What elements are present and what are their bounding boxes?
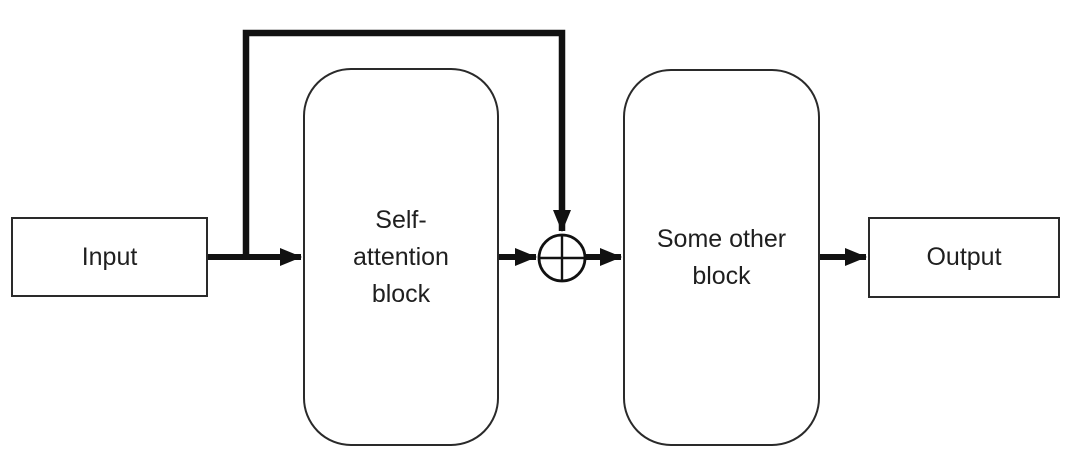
skip-connection-arrow (242, 29, 571, 260)
self-attention-block-node: Self- attention block (303, 68, 499, 446)
self-attention-label-line: block (371, 279, 431, 308)
some-other-label-line: Some other (656, 224, 787, 253)
adder-node (537, 233, 587, 283)
self-attention-label-line: Self- (375, 205, 427, 234)
input-node-label: Input (81, 242, 138, 271)
some-other-block-node: Some other block (623, 69, 820, 446)
self-attention-label-line: attention (353, 242, 449, 271)
output-node: Output (868, 217, 1060, 298)
input-node: Input (11, 217, 208, 297)
output-node-label: Output (926, 243, 1002, 271)
some-other-label-line: block (692, 261, 751, 290)
